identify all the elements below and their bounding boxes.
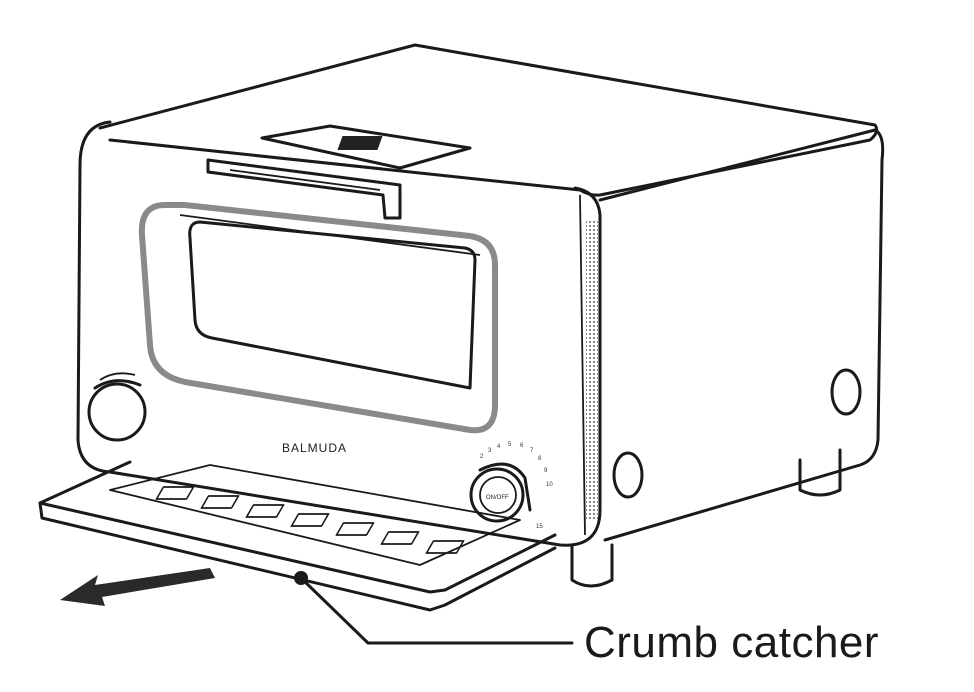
side-button-2: [612, 451, 644, 499]
crumb-catcher[interactable]: [38, 460, 557, 612]
toaster-right-side: [598, 128, 885, 542]
svg-text:2: 2: [480, 454, 484, 460]
svg-text:15: 15: [536, 524, 543, 530]
crumb-catcher-label: Crumb catcher: [584, 618, 880, 667]
svg-text:9: 9: [544, 468, 548, 474]
temperature-knob[interactable]: [87, 382, 147, 442]
svg-text:10: 10: [546, 482, 553, 488]
svg-text:4: 4: [497, 444, 501, 450]
power-label: ON/OFF: [486, 495, 509, 501]
brand-label: BALMUDA: [282, 441, 347, 455]
svg-text:3: 3: [488, 448, 492, 454]
timer-scale: 2 3 4 5 6 7 8 9 10 15: [480, 442, 553, 530]
side-button: [830, 368, 862, 416]
door-handle: [206, 158, 402, 220]
toaster-front-face: [76, 120, 602, 547]
vent-grille: [586, 220, 598, 520]
door-window: [188, 220, 477, 390]
foot-back: [798, 448, 842, 497]
svg-text:5: 5: [508, 442, 512, 448]
svg-text:7: 7: [530, 448, 534, 454]
foot-front: [570, 543, 614, 588]
lid-logo: [337, 136, 383, 150]
pull-arrow-icon: [60, 568, 215, 606]
timer-knob[interactable]: [469, 467, 525, 523]
door-window-rim: [138, 202, 498, 434]
water-lid: [260, 124, 472, 170]
svg-text:6: 6: [520, 443, 524, 449]
callout-leader: [299, 576, 574, 645]
svg-text:8: 8: [538, 456, 542, 462]
